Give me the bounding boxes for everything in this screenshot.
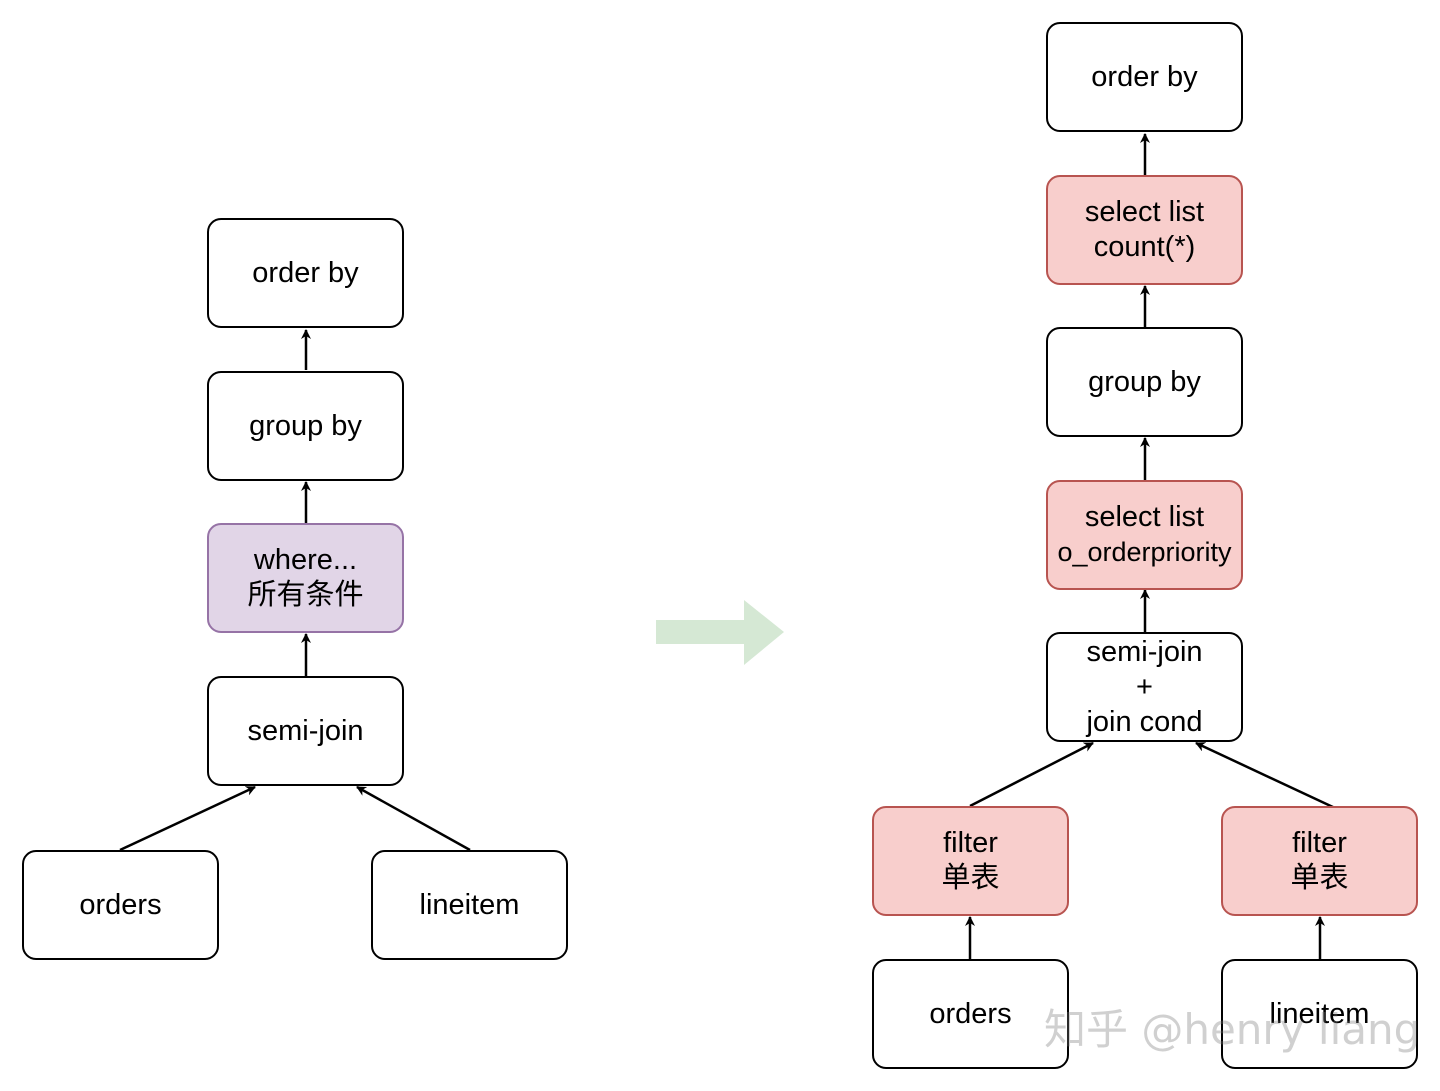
right-semi-join-node: semi-join + join cond (1046, 632, 1243, 742)
edge-orders-to-semijoin-left (119, 785, 256, 852)
right-filter-right-node: filter 单表 (1221, 806, 1418, 916)
transform-arrow (656, 600, 784, 665)
right-semi-join-line2: + (1136, 670, 1153, 703)
right-orders-label: orders (929, 997, 1012, 1030)
right-order-by-node: order by (1046, 22, 1243, 132)
right-select-count-line2: count(*) (1093, 231, 1196, 263)
left-group-by-label: group by (249, 409, 362, 442)
left-group-by-node: group by (207, 371, 404, 481)
left-where-node: where... 所有条件 (207, 523, 404, 633)
right-select-priority-line2: o_orderpriority (1057, 537, 1232, 567)
right-group-by-node: group by (1046, 327, 1243, 437)
right-group-by-label: group by (1088, 365, 1201, 398)
right-filter-left-line2: 单表 (941, 862, 1000, 894)
right-select-priority-line1: select list (1084, 501, 1205, 533)
edge-filterright-to-semijoin-right (1195, 741, 1336, 810)
right-filter-right-line1: filter (1292, 827, 1347, 859)
right-select-priority-node: select list o_orderpriority (1046, 480, 1243, 590)
right-order-by-label: order by (1091, 60, 1198, 93)
edge-lineitem-to-semijoin-left (356, 785, 471, 852)
right-filter-left-line1: filter (943, 827, 998, 859)
right-semi-join-line1: semi-join (1086, 635, 1203, 668)
right-lineitem-node: lineitem (1221, 959, 1418, 1069)
right-lineitem-label: lineitem (1269, 997, 1370, 1030)
left-where-label-line1: where... (253, 544, 358, 576)
left-order-by-node: order by (207, 218, 404, 328)
left-orders-label: orders (79, 888, 162, 921)
right-semi-join-line3: join cond (1086, 705, 1203, 738)
right-filter-left-node: filter 单表 (872, 806, 1069, 916)
left-semi-join-node: semi-join (207, 676, 404, 786)
right-filter-right-line2: 单表 (1290, 862, 1349, 894)
right-select-count-node: select list count(*) (1046, 175, 1243, 285)
left-orders-node: orders (22, 850, 219, 960)
right-select-count-line1: select list (1084, 196, 1205, 228)
left-where-label-line2: 所有条件 (247, 579, 364, 611)
left-lineitem-node: lineitem (371, 850, 568, 960)
edge-filterleft-to-semijoin-right (969, 741, 1094, 808)
left-semi-join-label: semi-join (247, 714, 364, 747)
left-order-by-label: order by (252, 256, 359, 289)
left-lineitem-label: lineitem (419, 888, 520, 921)
right-orders-node: orders (872, 959, 1069, 1069)
